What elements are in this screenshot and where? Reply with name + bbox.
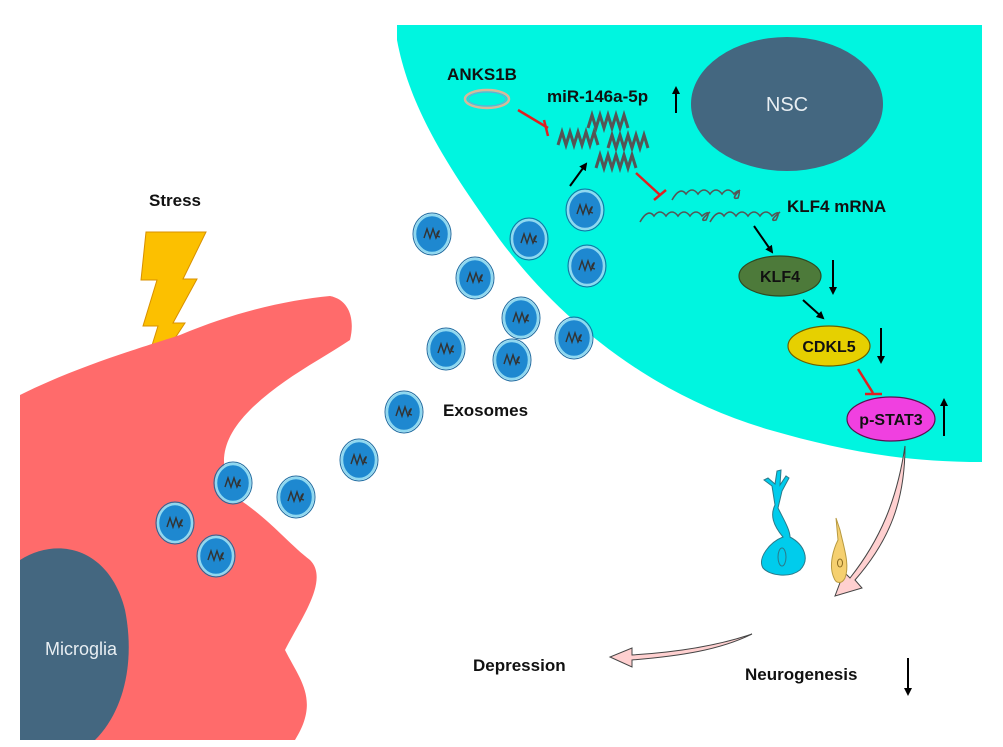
pstat3-node <box>846 396 936 442</box>
klf4-node <box>738 255 822 297</box>
exosome-icon <box>338 437 380 483</box>
exosome-icon <box>411 211 453 257</box>
exosome-icon <box>454 255 496 301</box>
anks1b-inhibit-line <box>517 108 549 130</box>
exosome-icon <box>195 533 237 579</box>
anks1b-label: ANKS1B <box>447 65 517 84</box>
klf4-label: KLF4 <box>760 269 800 286</box>
nsc-nucleus <box>691 37 883 171</box>
exosome-icon <box>383 389 425 435</box>
klf4-mrna-strands-icon <box>639 189 781 223</box>
neurogenesis-to-depression-arrow <box>608 633 753 668</box>
immature-neuron-icon <box>831 517 848 583</box>
exosome-icon <box>212 460 254 506</box>
microglia-label: Microglia <box>45 639 118 659</box>
exosome-icon <box>154 500 196 546</box>
exosome-icon <box>500 295 542 341</box>
exosome-icon <box>425 326 467 372</box>
klf4-to-cdkl5-arrow <box>802 299 825 320</box>
exosome-icon <box>564 187 606 233</box>
anks1b-vesicle-icon <box>463 88 511 110</box>
pstat3-label: p-STAT3 <box>859 412 923 429</box>
mirna-strands-icon <box>556 109 650 174</box>
microglia-nucleus <box>20 548 129 740</box>
exosome-icon <box>508 216 550 262</box>
cdkl5-node <box>787 325 871 367</box>
exosome-to-mir-arrow <box>569 162 588 187</box>
exosome-icon <box>275 474 317 520</box>
mir-label: miR-146a-5p <box>547 87 648 106</box>
neurogenesis-label: Neurogenesis <box>745 665 857 684</box>
stress-label: Stress <box>149 191 201 210</box>
depression-label: Depression <box>473 656 566 675</box>
mrna-to-klf4-arrow <box>753 225 774 254</box>
exosomes-label: Exosomes <box>443 401 528 420</box>
nsc-label: NSC <box>766 94 808 116</box>
klf4-mrna-label: KLF4 mRNA <box>787 197 886 216</box>
exosome-icon <box>566 243 608 289</box>
cdkl5-inhibit-line <box>856 368 875 394</box>
cdkl5-label: CDKL5 <box>802 339 855 356</box>
mature-neuron-icon <box>761 469 806 576</box>
mir-inhibit-line <box>635 172 661 196</box>
exosome-icon <box>491 337 533 383</box>
exosome-icon <box>553 315 595 361</box>
